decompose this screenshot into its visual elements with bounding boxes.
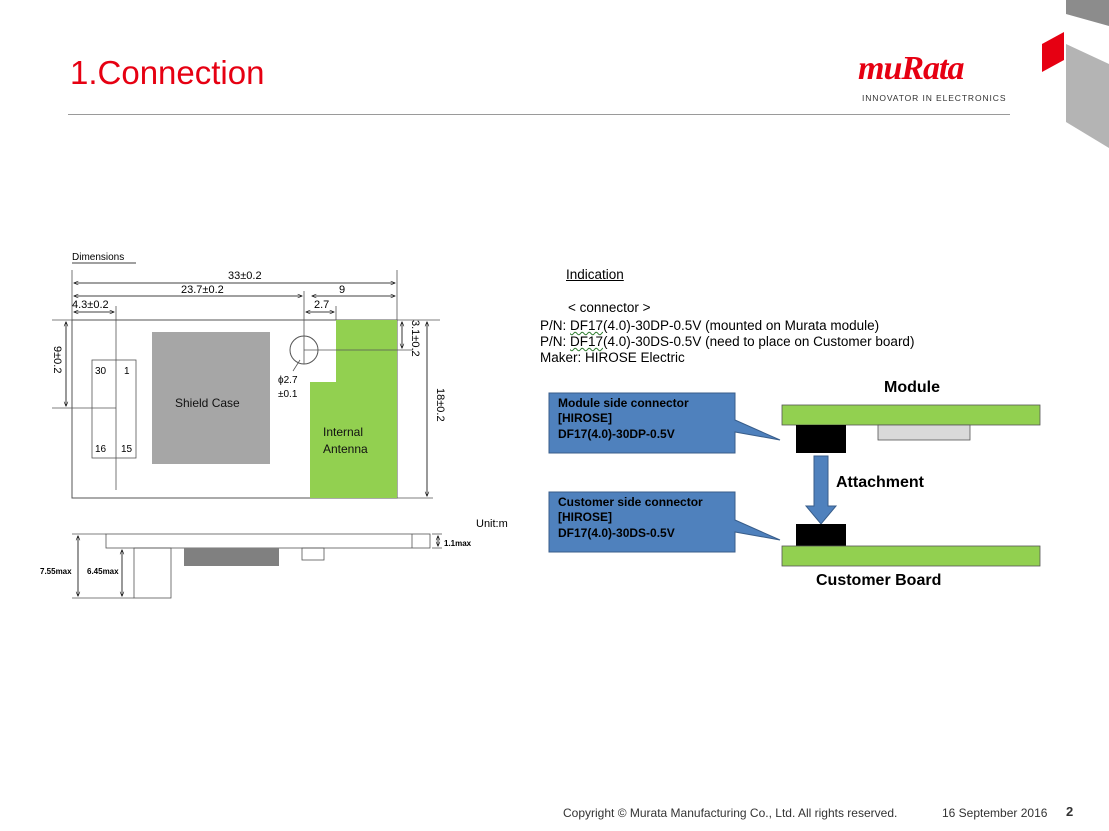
pn-part-1: DF17 xyxy=(570,318,604,333)
antenna-label-line2: Antenna xyxy=(323,442,368,456)
pin-16-label: 16 xyxy=(95,444,107,455)
corner-decoration-icon xyxy=(1042,0,1109,148)
unit-label: Unit:mm xyxy=(476,518,508,530)
pin-30-label: 30 xyxy=(95,366,107,377)
pn-rest-2: (4.0)-30DS-0.5V (need to place on Custom… xyxy=(603,334,915,349)
customer-board xyxy=(781,545,1041,567)
logo-tagline: INNOVATOR IN ELECTRONICS xyxy=(862,93,1007,103)
pin-15-label: 15 xyxy=(121,444,133,455)
shield-case-label: Shield Case xyxy=(175,396,240,410)
side-view-board xyxy=(105,533,431,549)
indication-heading: Indication xyxy=(566,267,624,282)
offset-23-7-dim: 23.7±0.2 xyxy=(181,284,224,296)
module-callout xyxy=(548,392,781,454)
pn-label-2: P/N: xyxy=(540,334,571,349)
connector-footprint xyxy=(91,359,137,459)
connector-heading: < connector > xyxy=(568,300,651,315)
module-component xyxy=(877,424,971,441)
part-number-module: P/N: DF17(4.0)-30DP-0.5V (mounted on Mur… xyxy=(540,318,879,333)
height-9-dim: 9±0.2 xyxy=(51,346,63,373)
module-callout-line1: Module side connector xyxy=(558,396,689,410)
connection-diagram: Module Module side connector [HIROSE] DF… xyxy=(548,379,1041,589)
module-label: Module xyxy=(884,379,940,396)
hole-diameter-line2: ±0.1 xyxy=(278,389,298,400)
side-1-1-dim: 1.1max xyxy=(444,539,472,548)
customer-callout-line3: DF17(4.0)-30DS-0.5V xyxy=(558,526,675,540)
module-connector xyxy=(796,425,846,453)
side-7-55-dim: 7.55max xyxy=(40,567,72,576)
side-6-45-dim: 6.45max xyxy=(87,567,119,576)
pin-1-label: 1 xyxy=(124,366,130,377)
hole-diameter-line1: ϕ2.7 xyxy=(278,375,298,386)
module-board xyxy=(781,404,1041,426)
offset-4-3-dim: 4.3±0.2 xyxy=(72,299,109,311)
side-view-shield xyxy=(184,548,279,566)
shield-case-block xyxy=(152,332,270,464)
maker-text: Maker: HIROSE Electric xyxy=(540,350,685,365)
part-number-customer: P/N: DF17(4.0)-30DS-0.5V (need to place … xyxy=(540,334,914,349)
antenna-width-dim: 9 xyxy=(339,284,345,296)
pn-rest-1: (4.0)-30DP-0.5V (mounted on Murata modul… xyxy=(603,318,880,333)
customer-board-label: Customer Board xyxy=(816,572,941,589)
customer-callout-line1: Customer side connector xyxy=(558,495,703,509)
pn-part-2: DF17 xyxy=(570,334,604,349)
title-divider xyxy=(68,114,1010,115)
internal-antenna-block xyxy=(310,320,397,498)
right-offset-dim: 3.1±0.2 xyxy=(409,320,421,357)
attachment-label: Attachment xyxy=(836,474,925,491)
customer-callout-line2: [HIROSE] xyxy=(558,510,612,524)
hole-offset-dim: 2.7 xyxy=(314,299,329,311)
side-view-connector xyxy=(133,547,172,599)
dimensions-heading: Dimensions xyxy=(72,252,124,263)
height-18-dim: 18±0.2 xyxy=(434,388,446,422)
module-callout-line2: [HIROSE] xyxy=(558,411,612,425)
dimensions-drawing: Dimensions Shield Case Internal Antenna … xyxy=(40,252,508,599)
customer-connector xyxy=(796,524,846,546)
attachment-arrow-icon xyxy=(804,455,838,525)
overall-width-dim: 33±0.2 xyxy=(228,270,262,282)
page-title: 1.Connection xyxy=(70,54,265,91)
antenna-label-line1: Internal xyxy=(323,425,363,439)
murata-logo: muRata xyxy=(858,50,964,87)
customer-callout xyxy=(548,491,781,553)
pn-label-1: P/N: xyxy=(540,318,571,333)
footer-date: 16 September 2016 xyxy=(942,806,1048,820)
module-callout-line3: DF17(4.0)-30DP-0.5V xyxy=(558,427,675,441)
footer-copyright: Copyright © Murata Manufacturing Co., Lt… xyxy=(563,806,898,820)
page-number: 2 xyxy=(1066,804,1074,819)
